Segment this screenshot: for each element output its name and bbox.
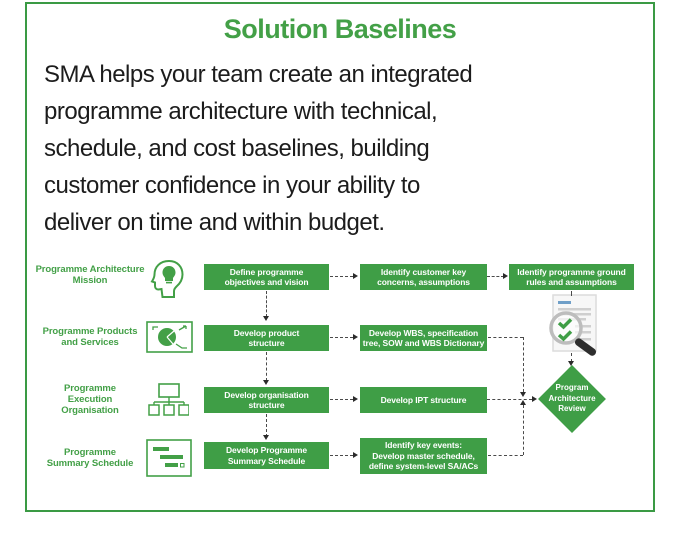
arrowhead-define-to-customer <box>353 273 358 279</box>
connector-keyevents-elbow-horizontal <box>488 455 523 456</box>
arrowhead-schedule-to-keyevents <box>353 452 358 458</box>
box-develop-ipt-structure: Develop IPT structure <box>360 387 487 413</box>
connector-wbs-elbow-horizontal <box>488 337 523 338</box>
box-develop-product-structure: Develop product structure <box>204 325 329 351</box>
connector-customer-to-groundrules <box>487 276 504 277</box>
box-develop-wbs: Develop WBS, specification tree, SOW and… <box>360 325 487 351</box>
arrowhead-keyevents-to-junction <box>520 400 526 405</box>
arrowhead-organisation-to-ipt <box>353 396 358 402</box>
connector-ipt-to-diamond <box>487 399 532 400</box>
connector-product-to-wbs <box>330 337 353 338</box>
page-title: Solution Baselines <box>223 14 457 44</box>
program-architecture-review-label: Program Architecture Review <box>548 383 596 414</box>
connector-objectives-to-product <box>266 291 267 317</box>
intro-paragraph: SMA helps your team create an integrated… <box>44 61 473 236</box>
arrowhead-customer-to-groundrules <box>503 273 508 279</box>
connector-groundrules-to-review-doc <box>571 291 572 296</box>
connector-organisation-to-schedule <box>266 414 267 437</box>
connector-wbs-elbow-vertical <box>523 337 524 392</box>
connector-schedule-to-keyevents <box>330 455 353 456</box>
arrowhead-objectives-to-product <box>263 316 269 321</box>
connector-organisation-to-ipt <box>330 399 353 400</box>
arrowhead-ipt-to-diamond <box>532 396 537 402</box>
head-idea-icon <box>149 258 187 305</box>
box-develop-organisation-structure: Develop organisation structure <box>204 387 329 413</box>
org-chart-icon <box>147 382 190 423</box>
arrowhead-organisation-to-schedule <box>263 435 269 440</box>
product-breakdown-icon <box>146 321 193 358</box>
connector-product-to-organisation <box>266 352 267 381</box>
box-identify-key-events: Identify key events: Develop master sche… <box>360 438 487 474</box>
arrowhead-review-doc-to-diamond <box>568 361 574 366</box>
gantt-schedule-icon <box>146 439 192 482</box>
arrowhead-product-to-organisation <box>263 380 269 385</box>
connector-review-doc-to-diamond <box>571 353 572 362</box>
row-label-execution-organisation: Programme Execution Organisation <box>61 383 119 416</box>
document-review-magnifier-icon <box>541 294 607 361</box>
arrowhead-wbs-to-junction <box>520 392 526 397</box>
connector-keyevents-elbow-vertical <box>523 405 524 455</box>
row-label-architecture-mission: Programme Architecture Mission <box>35 264 145 286</box>
arrowhead-product-to-wbs <box>353 334 358 340</box>
row-label-summary-schedule: Programme Summary Schedule <box>46 447 134 469</box>
connector-define-to-customer <box>330 276 353 277</box>
row-label-products-services: Programme Products and Services <box>42 326 138 348</box>
content-frame <box>25 2 655 512</box>
box-define-programme-objectives: Define programme objectives and vision <box>204 264 329 290</box>
box-identify-ground-rules: Identify programme ground rules and assu… <box>509 264 634 290</box>
box-develop-summary-schedule: Develop Programme Summary Schedule <box>204 442 329 469</box>
box-identify-customer-concerns: Identify customer key concerns, assumpti… <box>360 264 487 290</box>
